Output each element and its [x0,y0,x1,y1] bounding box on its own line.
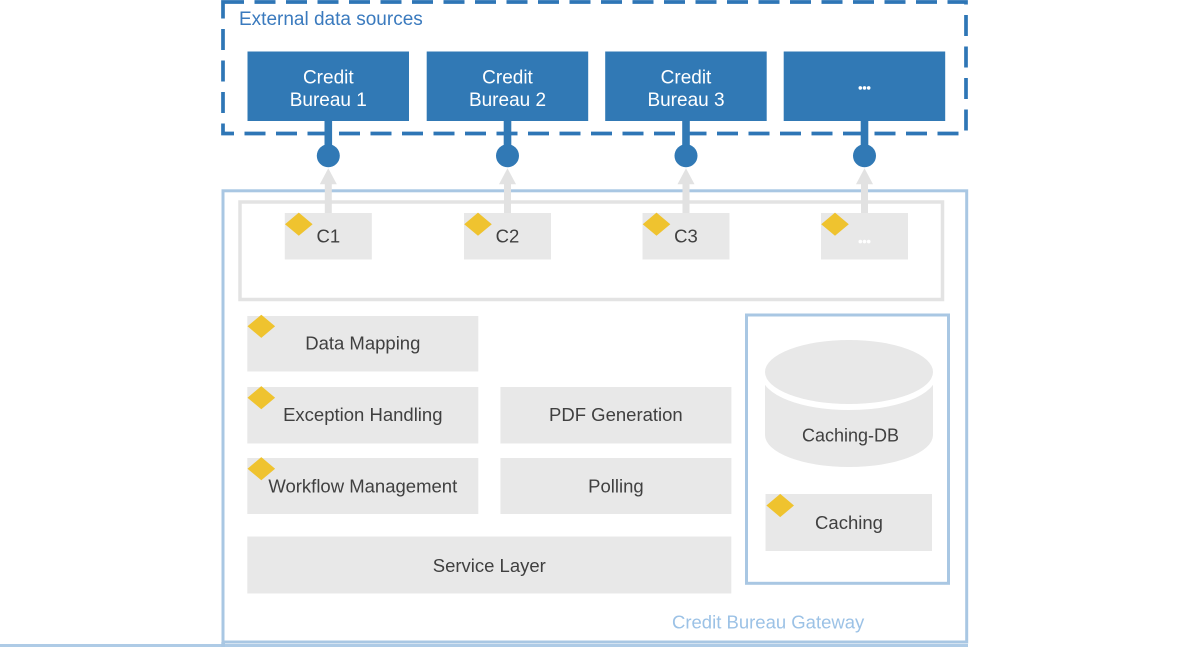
svg-text:Workflow Management: Workflow Management [268,476,457,497]
svg-text:Polling: Polling [588,476,644,497]
svg-text:Credit Bureau Gateway: Credit Bureau Gateway [672,612,865,633]
svg-text:Credit: Credit [482,68,533,89]
svg-text:Bureau 1: Bureau 1 [290,90,367,111]
svg-text:Bureau 3: Bureau 3 [647,90,724,111]
svg-text:Exception Handling: Exception Handling [283,404,442,425]
svg-text:C1: C1 [316,226,340,247]
svg-text:Caching: Caching [815,512,883,533]
svg-text:Credit: Credit [303,68,354,89]
svg-text:PDF Generation: PDF Generation [549,404,683,425]
svg-text:Bureau 2: Bureau 2 [469,90,546,111]
svg-text:C3: C3 [674,226,698,247]
svg-text:Caching-DB: Caching-DB [802,426,899,446]
svg-text:Credit: Credit [661,68,712,89]
svg-text:External data sources: External data sources [239,9,423,30]
svg-text:Data Mapping: Data Mapping [305,333,420,354]
svg-text:Service Layer: Service Layer [433,555,546,576]
svg-text:C2: C2 [496,226,520,247]
